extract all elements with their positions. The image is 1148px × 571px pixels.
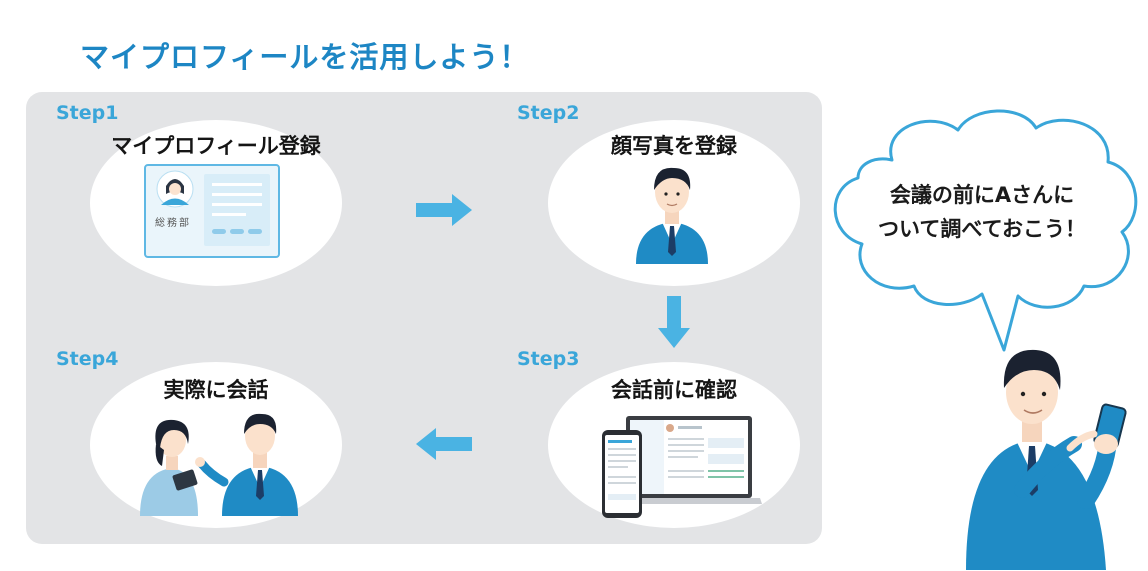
- step4-name: 実際に会話: [163, 378, 269, 402]
- conversation-people-icon: [140, 413, 298, 516]
- arrow-down-icon: [658, 296, 690, 348]
- step2-name: 顔写真を登録: [611, 134, 737, 158]
- profile-card-department: 総務部: [155, 218, 191, 229]
- step4-label: Step4: [56, 348, 119, 370]
- thought-bubble-line1: 会議の前にAさんに: [889, 183, 1075, 207]
- step4-ellipse: [90, 362, 342, 528]
- step1-label: Step1: [56, 102, 119, 124]
- step3-name: 会話前に確認: [611, 378, 737, 402]
- page-title: マイプロフィールを活用しよう！: [80, 40, 530, 74]
- step2-label: Step2: [517, 102, 580, 124]
- arrow-right-icon: [416, 194, 472, 226]
- thought-bubble: [833, 109, 1138, 352]
- thought-bubble-line2: ついて調べておこう！: [878, 217, 1086, 241]
- step3-label: Step3: [517, 348, 580, 370]
- laptop-phone-icon: [602, 416, 762, 518]
- businessman-with-phone-icon: [966, 349, 1127, 570]
- thought-bubble-text: 会議の前にAさんに ついて調べておこう！: [836, 178, 1128, 246]
- profile-card-icon: [144, 164, 280, 258]
- businessman-portrait-icon: [636, 167, 708, 264]
- arrow-left-icon: [416, 428, 472, 460]
- step1-name: マイプロフィール登録: [111, 134, 321, 158]
